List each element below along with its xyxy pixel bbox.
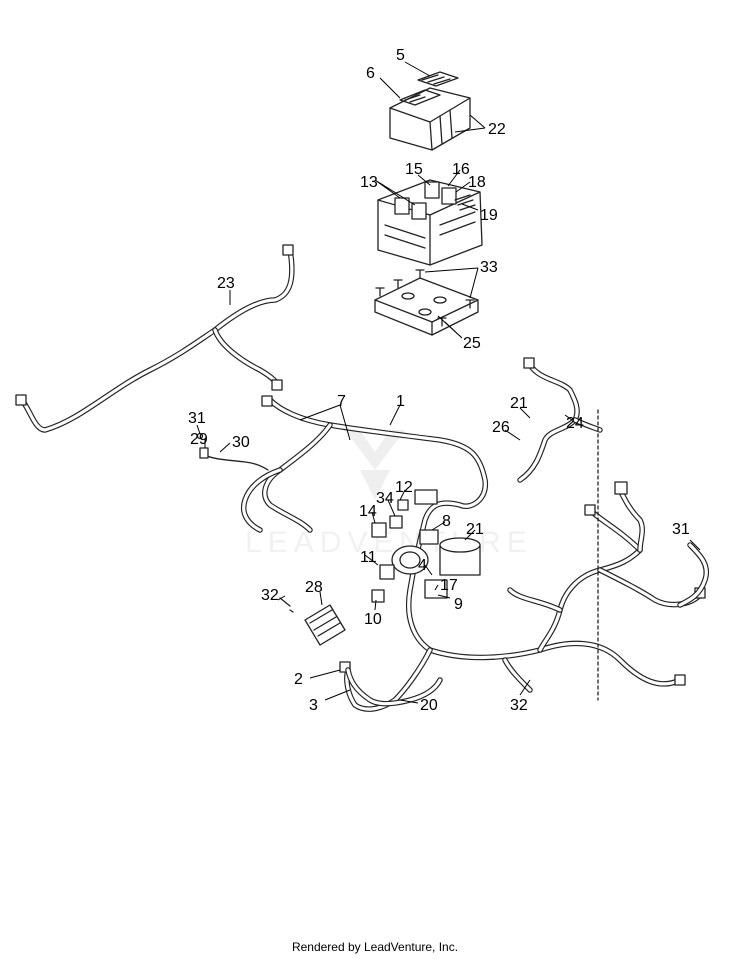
relay-parts <box>371 489 438 603</box>
harness-lower <box>345 667 443 707</box>
solenoid-cluster <box>391 529 481 599</box>
callout-22: 22 <box>488 121 506 138</box>
callout-1: 1 <box>396 393 405 410</box>
callout-labels: 5 6 22 15 16 13 18 19 33 25 23 7 1 21 26… <box>188 47 690 714</box>
callout-21-mid: 21 <box>466 521 484 538</box>
callout-6: 6 <box>366 65 375 82</box>
fuse-relay-box <box>377 179 483 266</box>
callout-12: 12 <box>395 479 413 496</box>
callout-10: 10 <box>364 611 382 628</box>
small-parts <box>196 432 294 613</box>
callout-24: 24 <box>566 415 584 432</box>
callout-28: 29 <box>190 431 208 448</box>
callout-32: 33 <box>480 259 498 276</box>
footer-credit: Rendered by LeadVenture, Inc. <box>291 940 459 954</box>
callout-21-top: 21 <box>510 395 528 412</box>
callout-14: 14 <box>359 503 377 520</box>
callout-29: 30 <box>232 434 250 451</box>
callout-15: 15 <box>405 161 423 178</box>
callout-4: 4 <box>418 557 427 574</box>
callout-9: 9 <box>454 596 463 613</box>
callout-3: 3 <box>309 697 318 714</box>
callout-13: 13 <box>360 174 378 191</box>
callout-34: 34 <box>376 490 394 507</box>
callout-11: 11 <box>360 549 377 566</box>
control-module <box>304 604 346 646</box>
callout-16: 16 <box>452 161 470 178</box>
callout-2: 2 <box>294 671 303 688</box>
callout-26: 25 <box>463 335 481 352</box>
harness-23 <box>15 244 295 433</box>
watermark-text: LEADVENTURE <box>245 526 533 559</box>
main-harness <box>241 395 706 712</box>
callout-27: 28 <box>305 579 323 596</box>
callout-20: 20 <box>420 697 438 714</box>
callout-33: 32 <box>261 587 279 604</box>
mounting-bracket <box>374 269 479 336</box>
callout-17: 17 <box>440 577 458 594</box>
callout-19: 19 <box>480 207 498 224</box>
callout-23: 23 <box>217 275 235 292</box>
callout-8: 8 <box>442 513 451 530</box>
callout-18: 18 <box>468 174 486 191</box>
callout-25: 26 <box>492 419 510 436</box>
harness-24 <box>517 357 603 701</box>
callout-31-bottom: 32 <box>510 697 528 714</box>
callout-31-right: 31 <box>672 521 690 538</box>
callout-5: 5 <box>396 47 405 64</box>
leader-lines <box>196 61 701 704</box>
callout-7: 7 <box>337 393 346 410</box>
harness-31 <box>614 481 709 608</box>
fuse-box-cover <box>389 71 471 151</box>
callout-30: 31 <box>188 410 206 427</box>
